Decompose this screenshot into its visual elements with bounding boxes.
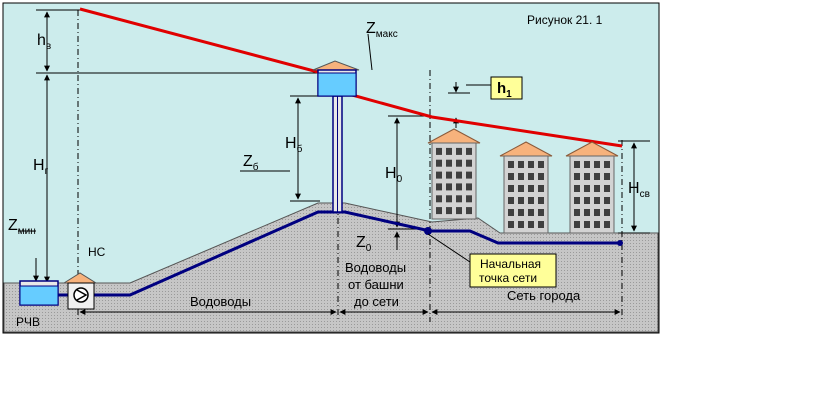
clean-water-reservoir <box>19 280 59 306</box>
label-h0: H0 <box>385 165 403 185</box>
network-end-point <box>617 240 623 246</box>
vertical-guides <box>77 10 623 322</box>
building-2 <box>499 141 553 234</box>
label-h1: h1 <box>497 80 512 100</box>
h1-callout-box <box>490 76 523 100</box>
label-hsv: Hсв <box>628 180 650 200</box>
water-pipe <box>46 210 620 297</box>
label-vodovody: Водоводы <box>190 294 251 309</box>
label-hb: Hб <box>285 135 303 155</box>
label-hv: hв <box>37 32 51 52</box>
helper-lines <box>36 9 650 234</box>
label-city-net: Сеть города <box>507 288 581 303</box>
dimension-arrows <box>33 11 637 283</box>
label-ns: НС <box>88 245 106 259</box>
label-zb: Zб <box>243 153 259 173</box>
label-zmin: Zмин <box>8 217 36 237</box>
pump-station <box>62 272 98 310</box>
label-tower-to-net-2: от башни <box>348 277 404 292</box>
leader-lines <box>18 33 492 263</box>
label-tower-to-net-1: Водоводы <box>345 260 406 275</box>
ground-terrain <box>3 202 659 333</box>
label-tower-to-net-3: до сети <box>354 294 399 309</box>
label-start-point-1: Начальная <box>480 257 541 271</box>
water-tower <box>312 60 360 97</box>
start-point-callout-box <box>469 253 557 288</box>
label-rchv: РЧВ <box>16 315 40 329</box>
network-start-point <box>424 227 432 235</box>
figure-caption: Рисунок 21. 1 <box>527 13 603 27</box>
label-zmaks: Zмакс <box>366 20 398 40</box>
label-start-point-2: точка сети <box>479 271 537 285</box>
building-3 <box>565 141 619 234</box>
city-buildings <box>427 128 619 234</box>
building-1 <box>427 128 481 220</box>
label-z0: Z0 <box>356 234 372 254</box>
label-hg: Hг <box>33 157 49 177</box>
